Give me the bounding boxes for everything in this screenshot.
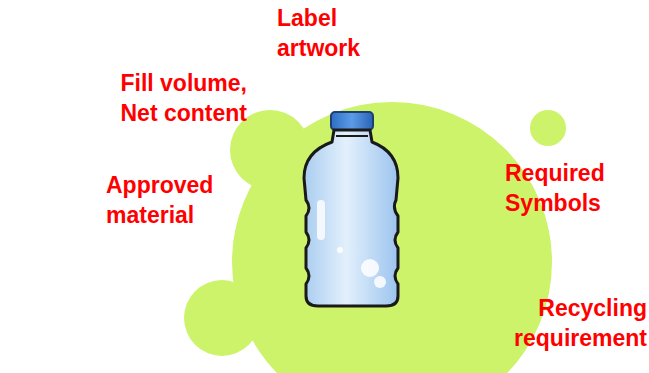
label-artwork-note: Label artwork bbox=[277, 3, 382, 63]
material-note: Approved material bbox=[106, 170, 231, 230]
green-blob bbox=[184, 102, 566, 373]
fill-volume-note: Fill volume, Net content bbox=[92, 68, 247, 128]
recycling-note: Recycling requirement bbox=[472, 293, 647, 353]
water-bottle bbox=[304, 112, 398, 306]
symbols-note: Required Symbols bbox=[505, 158, 625, 218]
